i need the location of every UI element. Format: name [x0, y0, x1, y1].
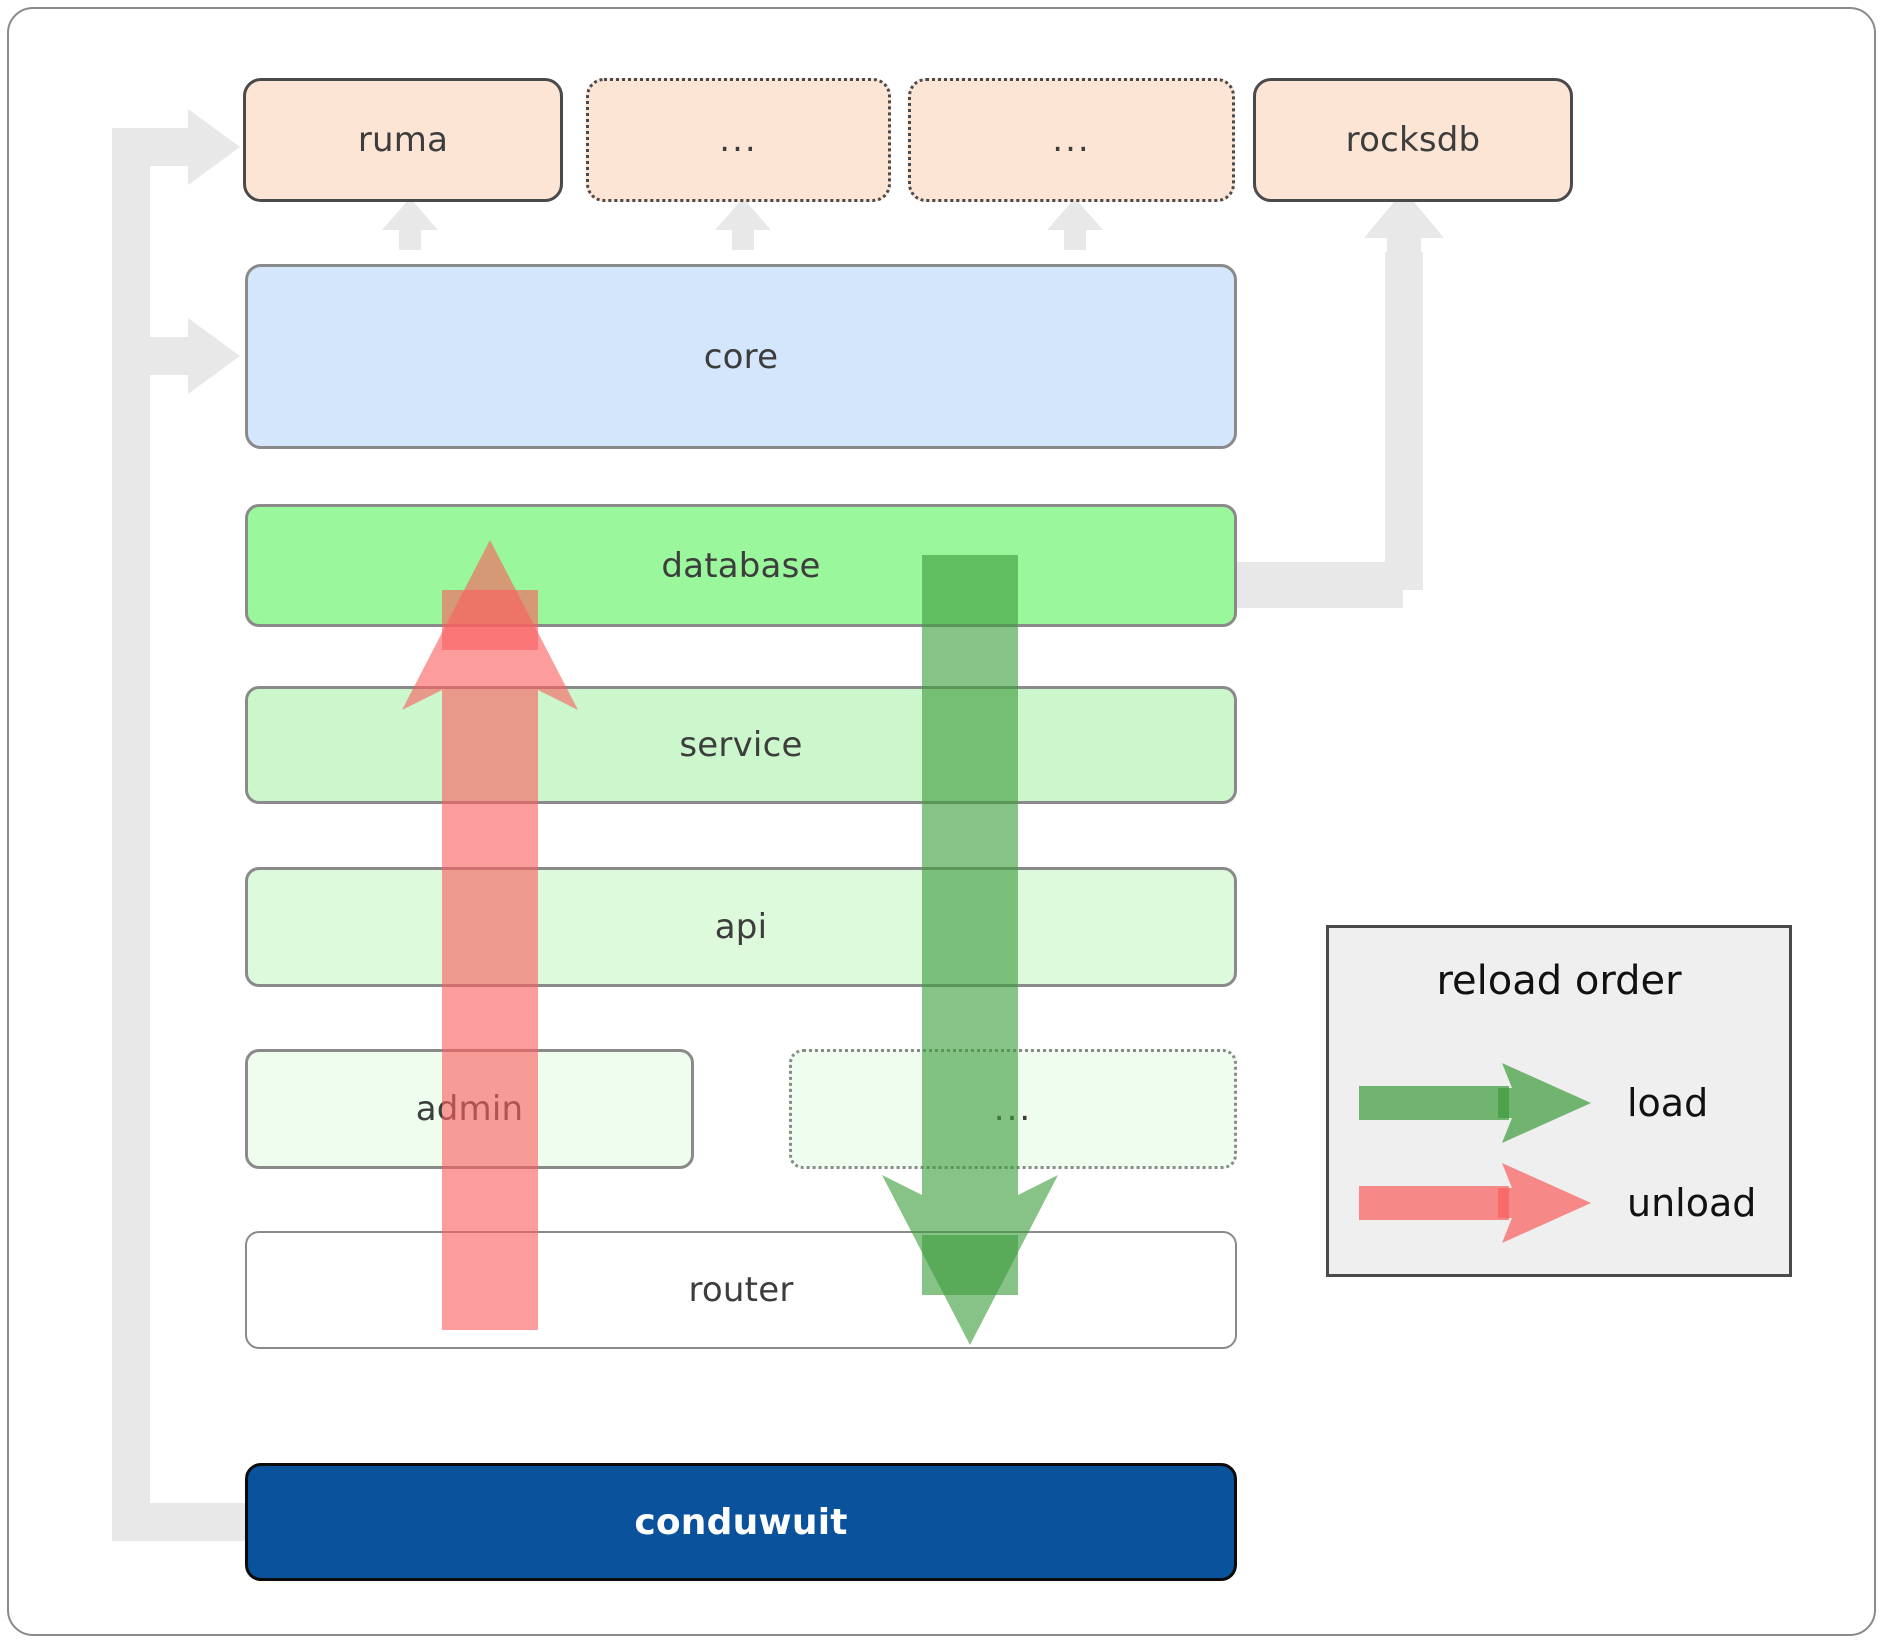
node-rocksdb-label: rocksdb	[1345, 120, 1481, 160]
node-service-label: service	[679, 725, 803, 765]
node-rocksdb[interactable]: rocksdb	[1253, 78, 1573, 202]
node-router-label: router	[688, 1270, 794, 1310]
legend-row-load: load	[1359, 1058, 1708, 1148]
node-conduwuit[interactable]: conduwuit	[245, 1463, 1237, 1581]
connector-database-to-rocksdb	[1215, 190, 1475, 608]
legend-unload-label: unload	[1627, 1181, 1757, 1225]
connector-core-to-dep-ellipsis-2	[1045, 198, 1105, 250]
legend-load-arrow-icon	[1359, 1063, 1591, 1143]
node-conduwuit-label: conduwuit	[634, 1501, 848, 1543]
legend-title: reload order	[1436, 958, 1682, 1004]
node-admin-label: admin	[415, 1089, 524, 1129]
legend-load-label: load	[1627, 1081, 1709, 1125]
node-database-label: database	[661, 545, 821, 586]
legend-unload-arrow-icon	[1359, 1163, 1591, 1243]
node-dep-ellipsis-1-label: ...	[719, 120, 758, 160]
node-admin[interactable]: admin	[245, 1049, 694, 1169]
node-core-label: core	[703, 336, 779, 377]
node-service[interactable]: service	[245, 686, 1237, 804]
node-dep-ellipsis-1[interactable]: ...	[586, 78, 891, 202]
legend-row-unload: unload	[1359, 1158, 1756, 1248]
node-ruma[interactable]: ruma	[243, 78, 563, 202]
connector-core-to-dep-ellipsis-1	[713, 198, 773, 250]
legend-reload-order: reload order load unload	[1326, 925, 1792, 1277]
node-core[interactable]: core	[245, 264, 1237, 449]
node-database[interactable]: database	[245, 504, 1237, 627]
node-layer-ellipsis-label: ...	[993, 1089, 1033, 1129]
node-dep-ellipsis-2[interactable]: ...	[908, 78, 1235, 202]
node-api[interactable]: api	[245, 867, 1237, 987]
node-router[interactable]: router	[245, 1231, 1237, 1349]
node-layer-ellipsis[interactable]: ...	[789, 1049, 1237, 1169]
node-ruma-label: ruma	[357, 120, 449, 160]
node-api-label: api	[714, 907, 768, 947]
node-dep-ellipsis-2-label: ...	[1052, 120, 1091, 160]
connector-core-to-ruma	[380, 198, 440, 250]
